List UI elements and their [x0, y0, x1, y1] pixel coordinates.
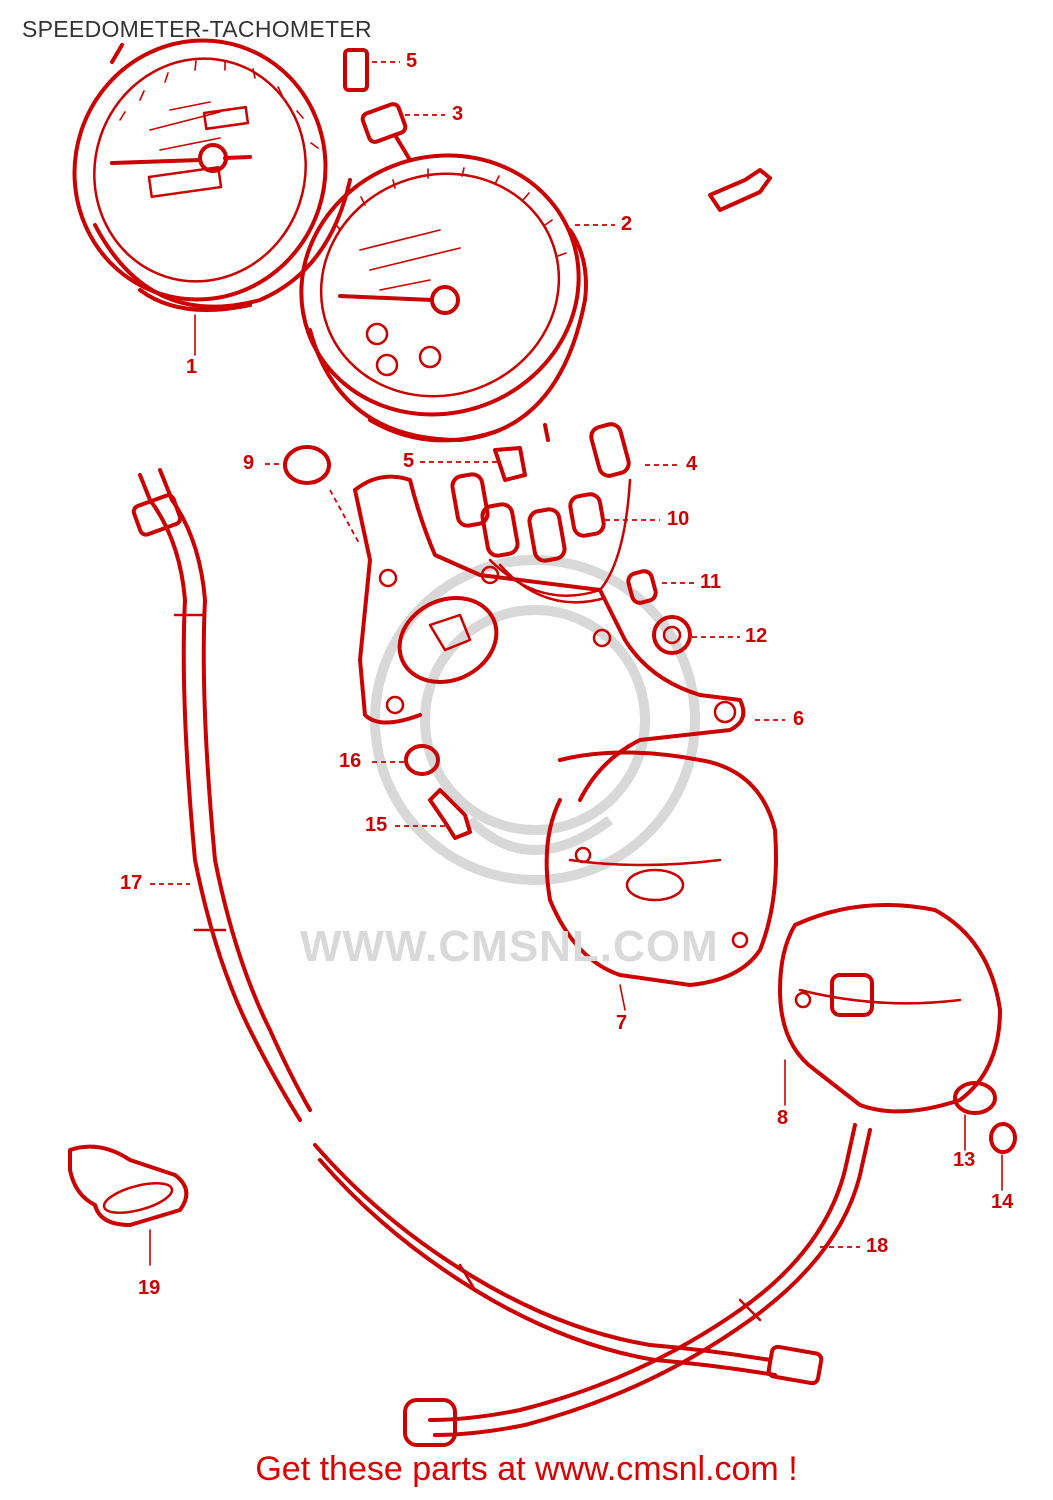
- footer-link[interactable]: Get these parts at www.cmsnl.com !: [255, 1450, 798, 1488]
- part-1-speedometer: [72, 38, 352, 356]
- part-2-tachometer: [299, 153, 588, 443]
- part-13-14-hardware: [953, 1081, 1017, 1191]
- part-3-5-fittings: [343, 48, 412, 162]
- callout-17: 17: [120, 872, 143, 894]
- callout-15: 15: [365, 814, 388, 836]
- callout-9: 9: [243, 452, 255, 474]
- front-arrow-icon: [708, 168, 772, 212]
- part-15-16-hardware: [404, 744, 472, 840]
- callout-16: 16: [339, 750, 362, 772]
- callout-18: 18: [866, 1235, 889, 1257]
- callout-7: 7: [616, 1012, 628, 1034]
- callout-12: 12: [745, 625, 768, 647]
- part-6-bracket: [353, 474, 746, 802]
- callout-8: 8: [777, 1107, 789, 1129]
- watermark-text: WWW.CMSNL.COM: [300, 922, 719, 971]
- part-8-case: [778, 903, 1002, 1114]
- callout-2: 2: [621, 213, 633, 235]
- callout-14: 14: [991, 1191, 1014, 1213]
- callout-6: 6: [793, 708, 805, 730]
- callout-19: 19: [138, 1277, 161, 1299]
- callout-11: 11: [700, 571, 722, 593]
- part-7-cover: [544, 750, 778, 1011]
- callout-13: 13: [953, 1149, 976, 1171]
- callout-5-mid: 5: [403, 450, 415, 472]
- page-title: SPEEDOMETER-TACHOMETER: [22, 16, 372, 42]
- part-9-cap: [283, 445, 331, 485]
- part-18-cable: [313, 1123, 872, 1447]
- callout-3: 3: [452, 103, 464, 125]
- callout-4: 4: [686, 453, 698, 475]
- part-17-cable: [131, 468, 312, 1122]
- leader-lines: [150, 61, 860, 1248]
- callout-10: 10: [667, 508, 690, 530]
- callout-1: 1: [186, 356, 198, 378]
- part-19-grommet: [68, 1144, 189, 1266]
- callout-5-top: 5: [406, 50, 418, 72]
